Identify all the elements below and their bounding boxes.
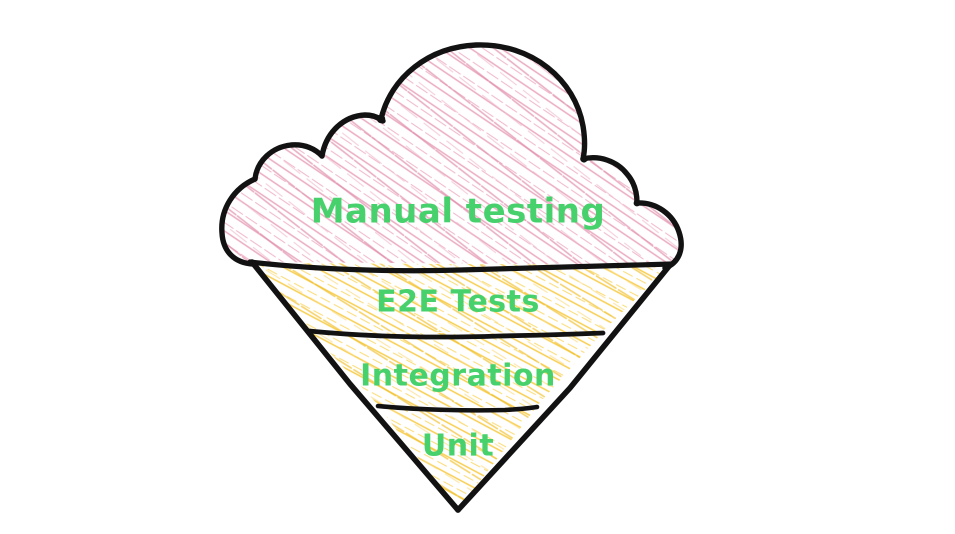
cloud-hatching <box>221 43 681 269</box>
ink-blob-left <box>376 114 386 124</box>
e2e-hatching <box>252 263 670 333</box>
layer-label-unit: Unit <box>422 429 494 464</box>
layer-label-integration: Integration <box>360 359 556 394</box>
ink-blob-right-2 <box>633 199 641 207</box>
layer-label-manual-testing: Manual testing <box>311 192 606 232</box>
layer-label-e2e-tests: E2E Tests <box>376 285 540 320</box>
divider-integration-unit <box>375 403 540 413</box>
ink-blob-right <box>580 155 588 163</box>
cloud-outline <box>219 42 684 271</box>
divider-cloud-e2e <box>247 259 675 274</box>
divider-e2e-integration <box>306 328 606 340</box>
cone-outline <box>249 259 673 513</box>
